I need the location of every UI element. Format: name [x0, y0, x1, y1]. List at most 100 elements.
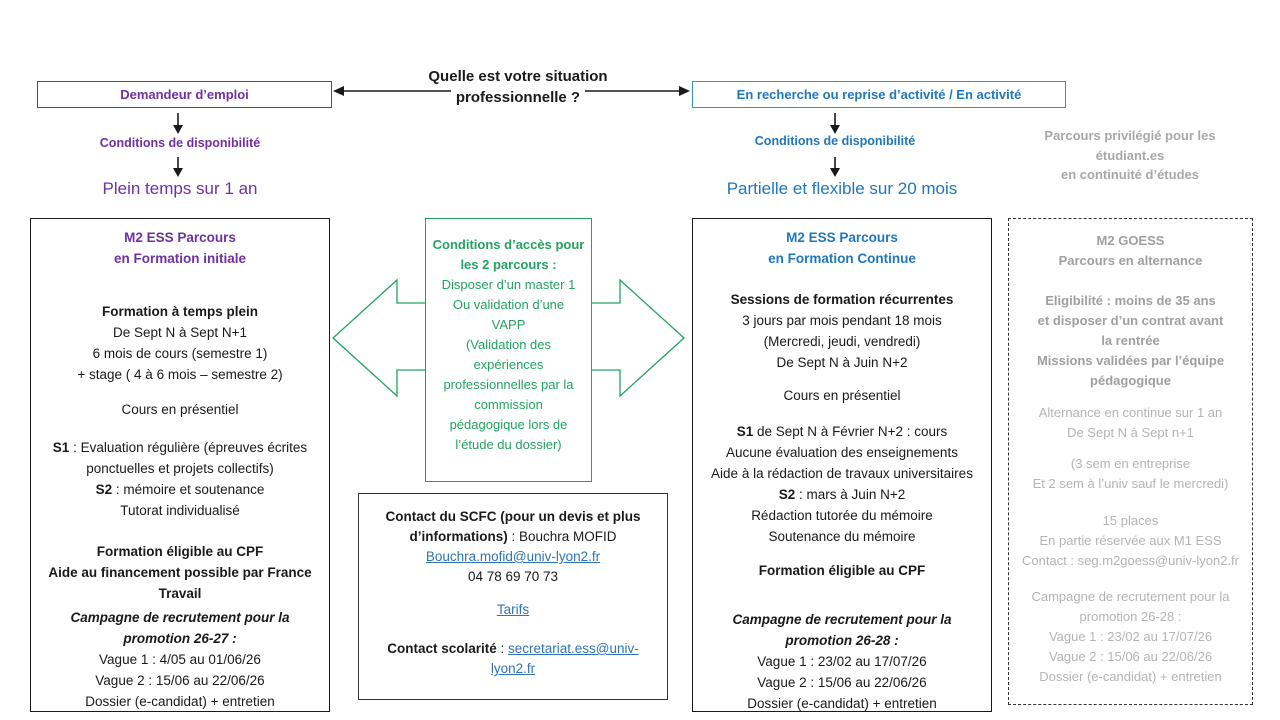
s2-line: S2 : mémoire et soutenance: [95, 482, 265, 497]
text-line: Formation éligible au CPF: [96, 544, 264, 559]
schedule-section: Sessions de formation récurrentes 3 jour…: [701, 289, 983, 373]
rhythm-section: Alternance en continue sur 1 an De Sept …: [1015, 403, 1246, 443]
text-line: Eligibilité : moins de 35 ans: [1045, 293, 1216, 308]
title-line: Parcours en alternance: [1058, 253, 1203, 268]
text-line: (3 sem en entreprise: [1070, 456, 1191, 471]
schedule-heading: Formation à temps plein: [101, 304, 259, 319]
left-branch-box: Demandeur d’emploi: [37, 81, 332, 108]
campaign-section: Vague 1 : 23/02 au 17/07/26 Vague 2 : 15…: [701, 651, 983, 714]
text-line: 3 jours par mois pendant 18 mois: [742, 313, 942, 328]
text-line: pédagogique: [1090, 373, 1171, 388]
evaluation-section: S1 de Sept N à Février N+2 : cours Aucun…: [701, 421, 983, 547]
scfc-email-link[interactable]: Bouchra.mofid@univ-lyon2.fr: [425, 549, 601, 564]
text-line: et disposer d’un contrat avant: [1037, 313, 1224, 328]
text-line: Vague 2 : 15/06 au 22/06/26: [95, 673, 265, 688]
tarifs-link[interactable]: Tarifs: [496, 602, 530, 617]
card-formation-initiale: M2 ESS Parcours en Formation initiale Fo…: [30, 218, 330, 712]
text-line: Vague 1 : 23/02 au 17/07/26: [757, 654, 927, 669]
scfc-email-line: Bouchra.mofid@univ-lyon2.fr: [369, 547, 657, 567]
heading-line: Conditions d’accès pour: [432, 237, 585, 252]
phone-line: 04 78 69 70 73: [467, 569, 559, 584]
question-line-1: Quelle est votre situation: [428, 68, 608, 85]
left-branch-label: Demandeur d’emploi: [120, 87, 249, 102]
note-line: étudiant.es: [1095, 147, 1165, 163]
note-line: en continuité d’études: [1061, 167, 1199, 182]
text-line: VAPP: [491, 317, 526, 332]
access-conditions-box: Conditions d’accès pour les 2 parcours :…: [425, 218, 592, 482]
text-line: Aide au financement possible par France …: [48, 565, 312, 601]
mode-line: Cours en présentiel: [783, 388, 901, 403]
title-line: M2 ESS Parcours: [124, 230, 236, 245]
text-line: la rentrée: [1101, 333, 1160, 348]
text-line: Campagne de recrutement pour la: [1031, 589, 1230, 604]
text-line: Dossier (e-candidat) + entretien: [747, 696, 937, 711]
card-goess-alternance: M2 GOESS Parcours en alternance Eligibil…: [1008, 218, 1253, 705]
note-line: Parcours privilégié pour les: [1044, 128, 1216, 143]
mode-line: Cours en présentiel: [121, 402, 239, 417]
text-line: Vague 1 : 4/05 au 01/06/26: [99, 652, 261, 667]
text-line: Aide à la rédaction de travaux universit…: [711, 466, 973, 481]
text-line: Missions validées par l’équipe: [1036, 353, 1225, 368]
funding-line: Formation éligible au CPF: [758, 563, 926, 578]
text-line: Alternance en continue sur 1 an: [1038, 405, 1223, 420]
s1-line: S1 de Sept N à Février N+2 : cours: [736, 424, 948, 439]
text-line: + stage ( 4 à 6 mois – semestre 2): [77, 367, 283, 382]
text-line: (Validation des: [465, 337, 552, 352]
left-conditions-label: Conditions de disponibilité: [99, 136, 261, 150]
schedule-section: Formation à temps plein De Sept N à Sept…: [39, 301, 321, 385]
text-line: De Sept N à Sept N+1: [113, 325, 247, 340]
campaign-heading: Campagne de recrutement pour la promotio…: [70, 610, 290, 646]
heading-line: les 2 parcours :: [460, 257, 557, 272]
eligibility-section: Eligibilité : moins de 35 ans et dispose…: [1015, 291, 1246, 391]
campaign-section: Vague 1 : 4/05 au 01/06/26 Vague 2 : 15/…: [39, 649, 321, 712]
title-line: en Formation Continue: [768, 251, 916, 266]
text-line: Dossier (e-candidat) + entretien: [85, 694, 275, 709]
s1-line: S1 : Evaluation régulière (épreuves écri…: [52, 440, 308, 455]
text-line: Tutorat individualisé: [120, 503, 240, 518]
right-branch-box: En recherche ou reprise d’activité / En …: [692, 81, 1066, 108]
text-line: De Sept N à Juin N+2: [776, 355, 908, 370]
title-line: M2 ESS Parcours: [786, 230, 898, 245]
text-line: professionnelles par la: [443, 377, 574, 392]
card-title: M2 ESS Parcours en Formation Continue: [701, 227, 983, 269]
text-line: commission: [474, 397, 543, 412]
text-line: (Mercredi, jeudi, vendredi): [763, 334, 921, 349]
text-line: l’étude du dossier): [455, 437, 562, 452]
text-line: Rédaction tutorée du mémoire: [751, 508, 933, 523]
card-title: M2 GOESS Parcours en alternance: [1015, 231, 1246, 271]
left-availability-label: Plein temps sur 1 an: [102, 179, 258, 198]
card-title: M2 ESS Parcours en Formation initiale: [39, 227, 321, 269]
title-line: M2 GOESS: [1096, 233, 1165, 248]
card-formation-continue: M2 ESS Parcours en Formation Continue Se…: [692, 218, 992, 712]
students-note: Parcours privilégié pour les étudiant.es…: [1005, 126, 1255, 185]
text-line: Aucune évaluation des enseignements: [726, 445, 958, 460]
scolarite-contact-line: Contact scolarité : secretariat.ess@univ…: [387, 641, 639, 676]
text-line: ponctuelles et projets collectifs): [86, 461, 274, 476]
schedule-heading: Sessions de formation récurrentes: [730, 292, 954, 307]
text-line: En partie réservée aux M1 ESS: [1039, 533, 1222, 548]
text-line: Ou validation d’une: [452, 297, 565, 312]
text-line: 6 mois de cours (semestre 1): [92, 346, 268, 361]
text-line: Et 2 sem à l’univ sauf le mercredi): [1032, 476, 1229, 491]
evaluation-section: S1 : Evaluation régulière (épreuves écri…: [39, 437, 321, 521]
weeks-section: (3 sem en entreprise Et 2 sem à l’univ s…: [1015, 454, 1246, 494]
contact-box: Contact du SCFC (pour un devis et plus d…: [358, 493, 668, 700]
access-heading: Conditions d’accès pour les 2 parcours :: [430, 235, 587, 275]
scolarite-email-link[interactable]: secretariat.ess@univ-lyon2.fr: [490, 641, 639, 676]
funding-section: Formation éligible au CPF Aide au financ…: [39, 541, 321, 604]
right-availability-label: Partielle et flexible sur 20 mois: [726, 179, 958, 198]
text-line: Vague 2 : 15/06 au 22/06/26: [757, 675, 927, 690]
campaign-section: Campagne de recrutement pour la promotio…: [1015, 587, 1246, 687]
campaign-heading: Campagne de recrutement pour la promotio…: [732, 612, 952, 648]
title-line: en Formation initiale: [113, 251, 246, 266]
text-line: Vague 2 : 15/06 au 22/06/26: [1048, 649, 1213, 664]
text-line: 15 places: [1102, 513, 1159, 528]
text-line: Contact : seg.m2goess@univ-lyon2.fr: [1022, 553, 1239, 568]
right-branch-label: En recherche ou reprise d’activité / En …: [736, 87, 1022, 102]
text-line: pédagogique lors de: [449, 417, 568, 432]
places-section: 15 places En partie réservée aux M1 ESS …: [1015, 511, 1246, 571]
right-conditions-label: Conditions de disponibilité: [754, 134, 916, 148]
question-line-2: professionnelle ?: [450, 87, 586, 108]
text-line: De Sept N à Sept n+1: [1067, 425, 1194, 440]
